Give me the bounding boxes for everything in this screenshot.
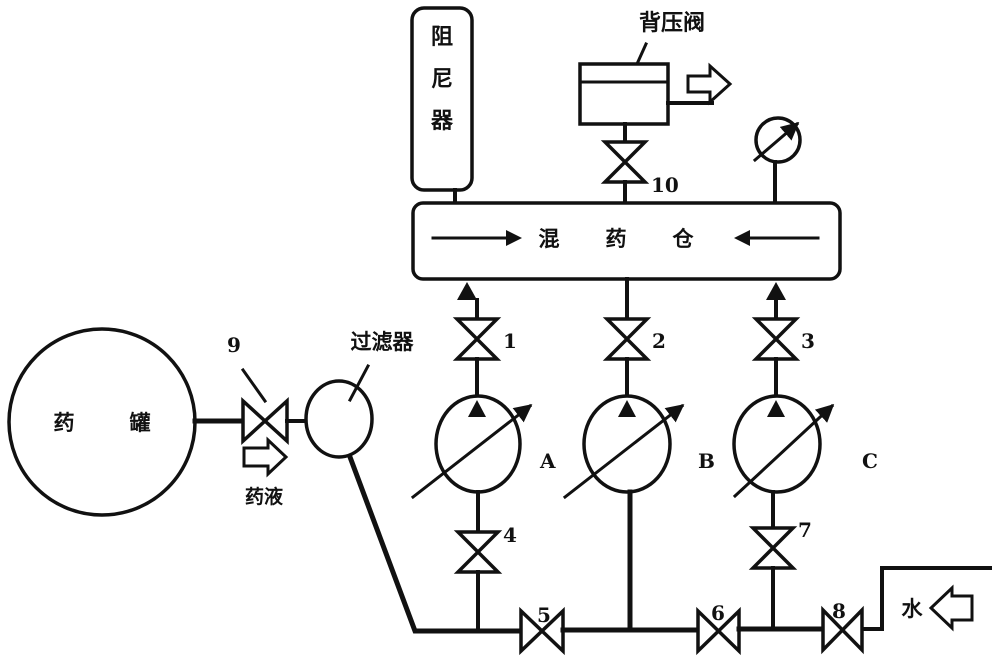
valve-1-icon[interactable] xyxy=(452,317,502,361)
filter-leader xyxy=(347,363,371,403)
pump-a-direction-icon xyxy=(468,400,486,417)
valve-1-number: 1 xyxy=(503,329,517,353)
flow-left-arrow-icon xyxy=(734,230,750,246)
branch-c-flow-up-arrow-icon xyxy=(766,282,786,300)
pump-b-direction-icon xyxy=(618,400,636,417)
pump-b-label: B xyxy=(698,449,715,473)
liquid-flow-arrow-icon xyxy=(242,436,289,478)
valve-7-number: 7 xyxy=(798,518,812,542)
chemical-tank-body xyxy=(7,327,197,517)
pump-a-variable-arrow-icon xyxy=(410,403,533,500)
pump-b-variable-arrow-icon xyxy=(562,403,685,500)
valve-2-icon[interactable] xyxy=(602,317,652,361)
pump-c-direction-icon xyxy=(767,400,785,417)
valve-3-icon[interactable] xyxy=(751,317,801,361)
damper: 阻 尼 器 xyxy=(410,6,474,205)
filter-body xyxy=(304,379,374,459)
mixing-chamber-label-3: 仓 xyxy=(672,227,695,251)
valve-9-leader xyxy=(240,367,268,404)
gauge-needle xyxy=(752,121,800,163)
chemical-tank: 药 罐 xyxy=(7,327,197,517)
filter: 过滤器 xyxy=(304,330,415,459)
chemical-tank-label-2: 罐 xyxy=(129,411,151,435)
damper-body xyxy=(410,6,474,192)
damper-label-2: 尼 xyxy=(431,67,453,92)
branch-a: 1 A 4 xyxy=(410,282,556,632)
damper-label-1: 阻 xyxy=(431,25,453,50)
branch-a-flow-up-arrow-icon xyxy=(457,282,477,300)
pump-c-variable-arrow-icon xyxy=(732,403,835,499)
valve-4-icon[interactable] xyxy=(453,530,503,574)
branch-c: 3 C 7 xyxy=(732,282,878,630)
back-pressure-valve: 背压阀 10 xyxy=(578,11,733,205)
back-pressure-valve-label: 背压阀 xyxy=(639,11,705,36)
damper-label-3: 器 xyxy=(430,109,454,134)
filter-label: 过滤器 xyxy=(351,330,415,354)
pump-a-label: A xyxy=(539,449,556,473)
pressure-gauge xyxy=(752,116,802,205)
pump-c-icon xyxy=(732,394,822,494)
chemical-liquid-label: 药液 xyxy=(245,485,284,508)
pump-c-label: C xyxy=(862,449,878,473)
valve-5-icon[interactable] xyxy=(519,606,565,656)
branch-b: 2 B xyxy=(562,277,715,633)
valve-3-number: 3 xyxy=(801,329,815,353)
water-inlet-pipe xyxy=(862,566,992,631)
valve-6-icon[interactable] xyxy=(696,606,741,656)
water-inflow-arrow-icon xyxy=(928,584,974,632)
valve-9-icon[interactable] xyxy=(241,397,289,445)
valve-10-number: 10 xyxy=(651,173,679,197)
chemical-tank-label-1: 药 xyxy=(54,411,75,435)
valve-4-number: 4 xyxy=(503,523,517,547)
valve-9-number: 9 xyxy=(227,333,241,357)
valve-8-number: 8 xyxy=(832,599,846,623)
valve-2-number: 2 xyxy=(652,329,666,353)
valve-9: 9 xyxy=(227,333,289,445)
water-label: 水 xyxy=(902,597,924,621)
valve-7-icon[interactable] xyxy=(748,526,798,570)
valve-6-number: 6 xyxy=(711,601,725,625)
mixing-chamber-body xyxy=(411,201,842,281)
pump-b-icon xyxy=(582,394,672,494)
filter-outlet-pipe xyxy=(346,453,527,634)
mixing-chamber-label-2: 药 xyxy=(606,227,627,251)
mixing-chamber-label-1: 混 xyxy=(539,227,560,251)
flow-right-arrow-icon xyxy=(506,230,522,246)
valve-8-icon[interactable] xyxy=(821,605,864,655)
valve-5-number: 5 xyxy=(537,603,551,627)
bottom-header: 5 6 8 xyxy=(519,566,992,656)
mixing-chamber: 混 药 仓 xyxy=(411,201,842,281)
outlet-arrow-icon xyxy=(686,62,733,106)
water-inlet: 水 xyxy=(902,584,974,632)
back-pressure-valve-body xyxy=(578,62,670,126)
valve-10-icon[interactable] xyxy=(600,140,650,184)
